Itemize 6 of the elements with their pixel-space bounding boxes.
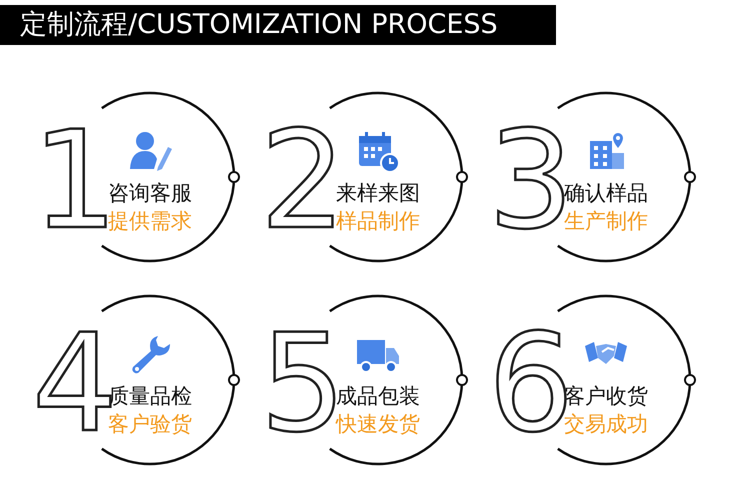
step-subtitle: 生产制作 — [564, 209, 649, 234]
step-subtitle: 快速发货 — [336, 411, 421, 437]
step-subtitle: 交易成功 — [564, 412, 649, 437]
title-bar: 定制流程/CUSTOMIZATION PROCESS — [0, 5, 556, 45]
step-subtitle: 提供需求 — [107, 208, 193, 234]
step-subtitle: 样品制作 — [335, 208, 421, 234]
